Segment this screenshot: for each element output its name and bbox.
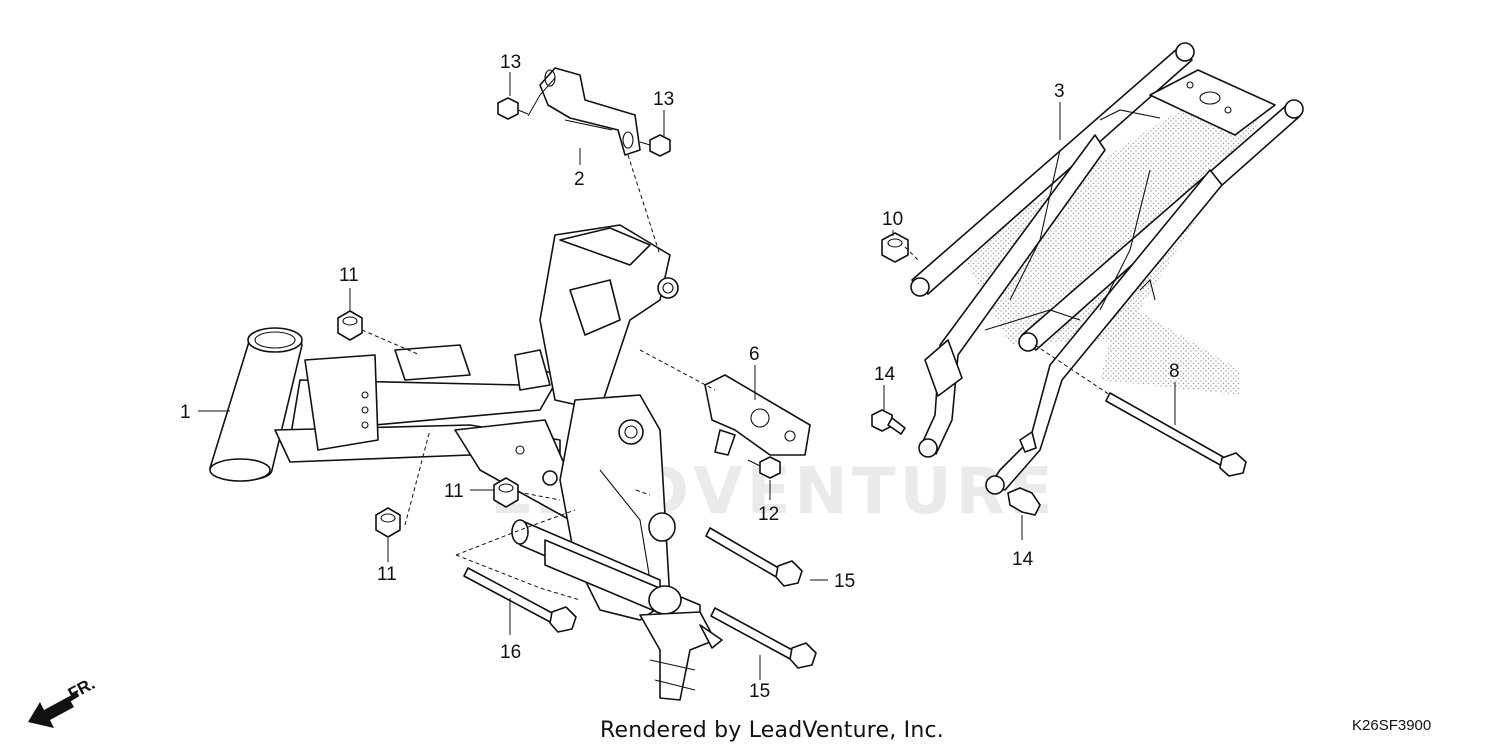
callout-13-left: 13 (500, 52, 521, 73)
callout-14-right: 14 (1012, 549, 1034, 570)
callout-16: 16 (500, 642, 521, 663)
callout-6: 6 (749, 344, 760, 365)
bolt-15-lower[interactable] (710, 607, 817, 669)
footer-rendered-by: Rendered by LeadVenture, Inc. (600, 718, 944, 743)
callout-14-left: 14 (874, 364, 896, 385)
nut-11-upper[interactable] (337, 310, 363, 341)
diagram-code: K26SF3900 (1352, 717, 1432, 734)
bolt-14-left[interactable] (871, 409, 906, 435)
callout-3: 3 (1054, 81, 1065, 102)
callout-11-lower: 11 (377, 564, 397, 585)
rear-subframe[interactable] (910, 42, 1304, 495)
callout-10: 10 (882, 209, 903, 230)
bolt-8[interactable] (1105, 392, 1247, 477)
callout-15-upper: 15 (834, 571, 855, 592)
front-direction-arrow-icon (28, 691, 80, 728)
bolt-14-right[interactable] (1007, 487, 1041, 516)
bolt-15-upper[interactable] (705, 527, 803, 587)
leader-lines (198, 72, 1176, 680)
callout-2: 2 (574, 169, 585, 190)
bolt-13-left[interactable] (497, 97, 529, 120)
callout-11-upper: 11 (339, 265, 359, 286)
main-frame[interactable] (209, 224, 723, 701)
bolt-13-right[interactable] (639, 134, 671, 157)
bracket-part-6[interactable] (704, 374, 811, 456)
callout-1: 1 (180, 402, 191, 423)
nut-11-middle[interactable] (493, 477, 519, 508)
nut-10[interactable] (881, 232, 909, 263)
callout-11-middle: 11 (444, 481, 464, 502)
nut-11-lower[interactable] (375, 507, 401, 538)
bolt-12[interactable] (747, 456, 781, 479)
callout-8: 8 (1169, 361, 1180, 382)
callout-15-lower: 15 (749, 681, 770, 702)
callout-13-right: 13 (653, 89, 674, 110)
bolt-16[interactable] (463, 567, 577, 633)
callout-12: 12 (758, 504, 779, 525)
bracket-part-2[interactable] (539, 67, 641, 156)
